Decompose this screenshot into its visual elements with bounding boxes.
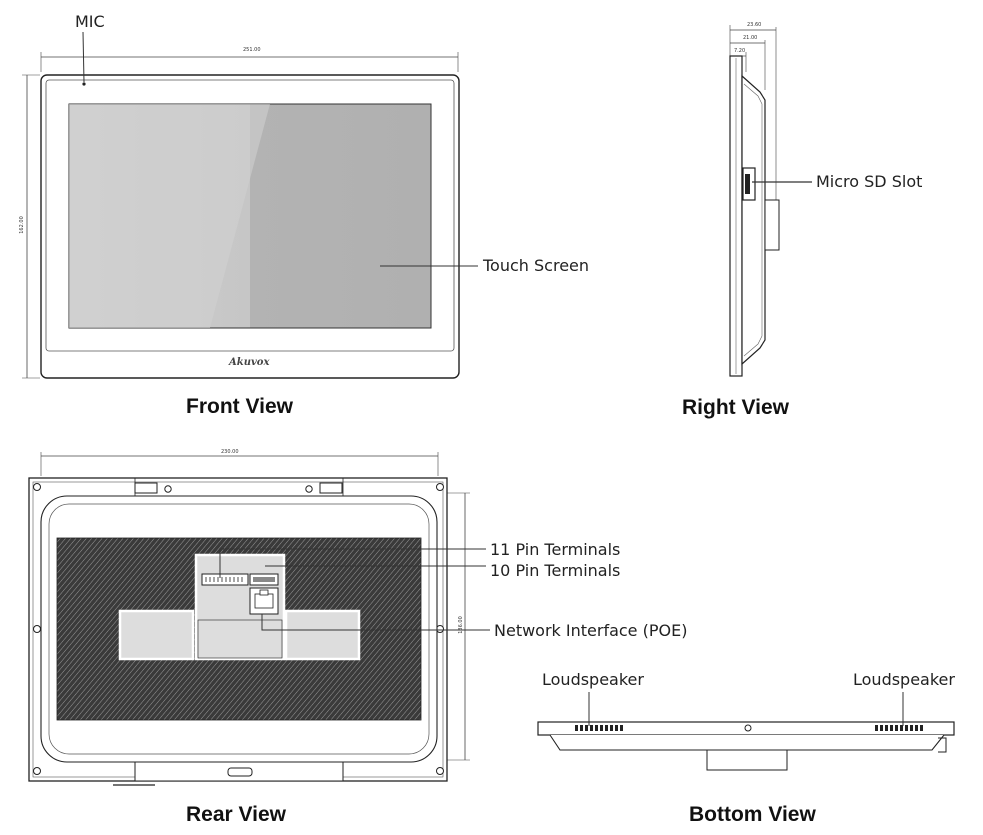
dim-front-height: 162.00 [18, 216, 25, 234]
mic-dot [82, 82, 86, 86]
bottom-view [537, 692, 955, 771]
label-11-pin-terminals: 11 Pin Terminals [490, 540, 621, 559]
label-mic: MIC [75, 12, 105, 31]
loudspeaker-grille-left [575, 725, 623, 731]
dim-rear-height: 136.00 [457, 616, 464, 634]
right-view [729, 25, 812, 377]
front-view [22, 31, 478, 379]
label-10-pin-terminals: 10 Pin Terminals [490, 561, 621, 580]
dim-side-mid: 21.00 [743, 35, 758, 41]
label-network-interface: Network Interface (POE) [494, 621, 688, 640]
title-bottom-view: Bottom View [689, 803, 816, 826]
label-touch-screen: Touch Screen [483, 256, 590, 275]
terminal-11-pin [201, 573, 249, 586]
title-right-view: Right View [682, 396, 789, 419]
brand-logo: Akuvox [229, 357, 270, 368]
title-front-view: Front View [186, 395, 293, 418]
rear-view [28, 452, 490, 786]
title-rear-view: Rear View [186, 803, 287, 826]
label-loudspeaker-right: Loudspeaker [853, 670, 955, 689]
loudspeaker-grille-right [875, 725, 923, 731]
label-micro-sd-slot: Micro SD Slot [816, 172, 923, 191]
dim-side-small: 7.20 [734, 48, 746, 54]
dim-side-total: 23.60 [747, 22, 762, 28]
label-loudspeaker-left: Loudspeaker [542, 670, 644, 689]
dim-rear-width: 230.00 [221, 449, 239, 455]
dim-front-width: 251.00 [243, 47, 261, 53]
